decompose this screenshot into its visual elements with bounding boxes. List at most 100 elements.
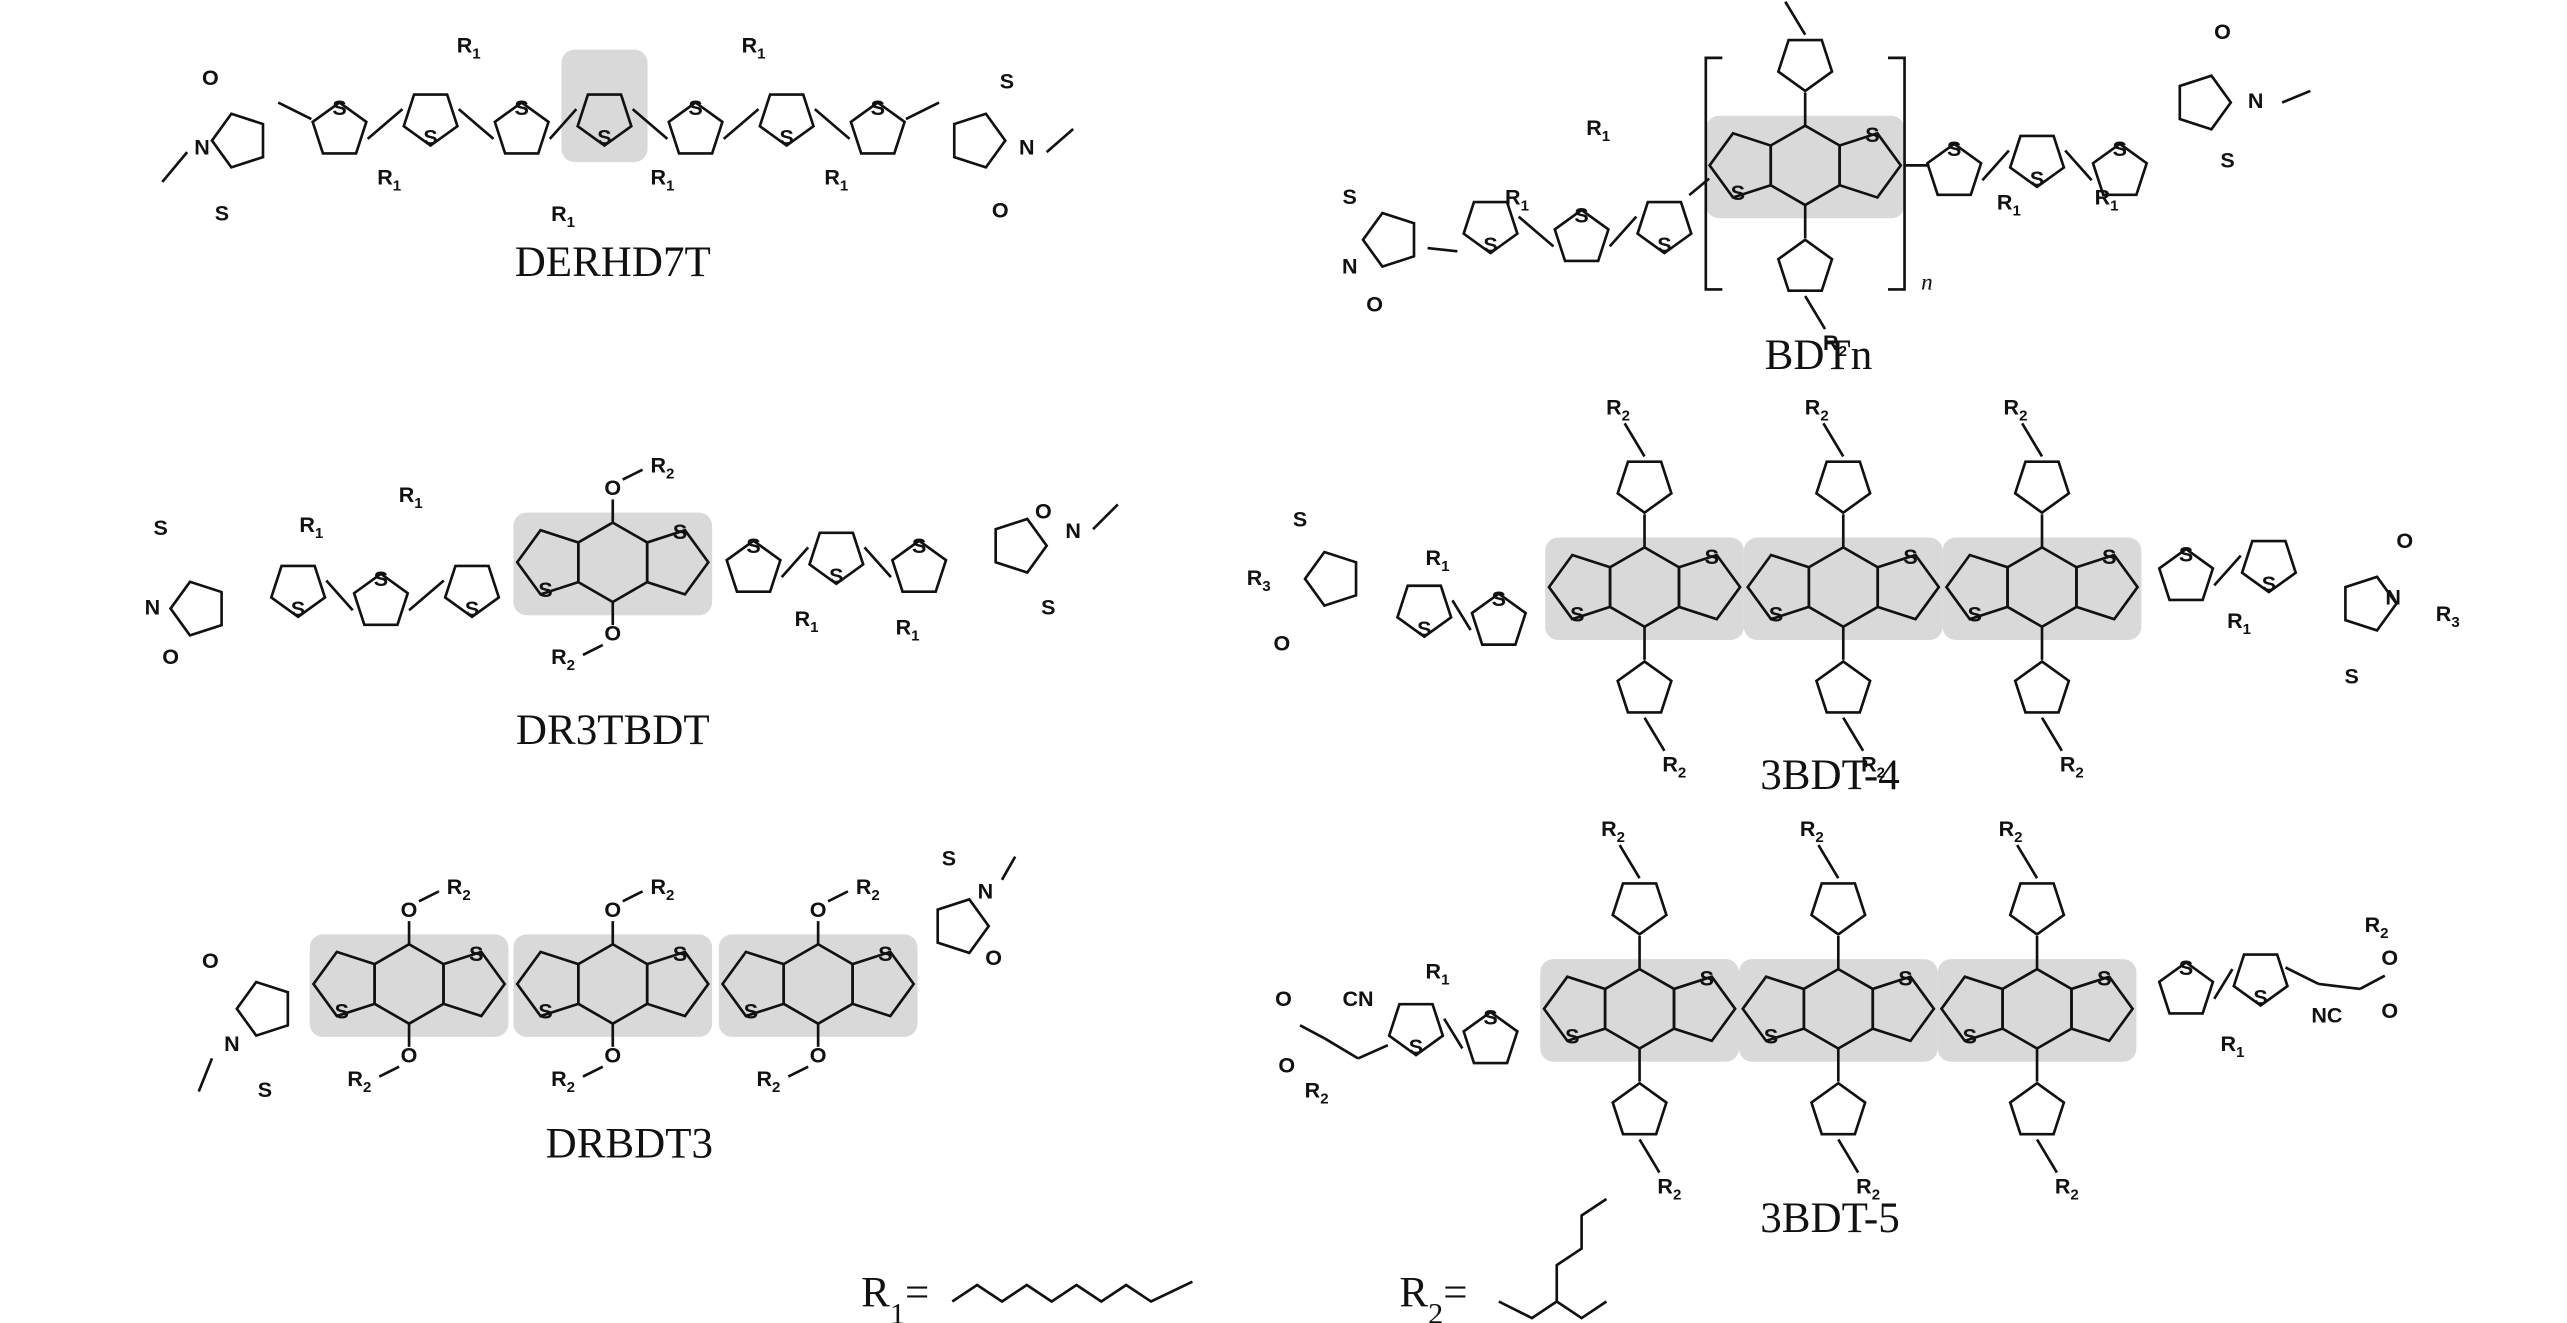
bond <box>1822 422 1845 458</box>
thiophene-ring <box>1746 553 1811 621</box>
atom-label-s: S <box>1409 1035 1423 1059</box>
atom-label-n: N <box>1019 136 1035 160</box>
atom-label-r2: R2 <box>1305 1078 1329 1108</box>
atom-label-r1: R1 <box>551 202 575 232</box>
bond <box>1817 844 1840 879</box>
bond <box>1638 1138 1661 1174</box>
atom-label-s: S <box>291 597 305 621</box>
atom-label-o: O <box>1273 632 1290 656</box>
atom-label-s: S <box>688 96 702 120</box>
end-group-ring <box>235 980 290 1038</box>
atom-label-s: S <box>2220 149 2234 173</box>
atom-label-s: S <box>1565 1024 1579 1048</box>
thiophene-ring <box>2240 539 2298 594</box>
thiophene-ring <box>1387 1002 1445 1057</box>
bond <box>622 890 644 903</box>
thiophene-ring <box>443 564 501 619</box>
highlight-box <box>561 49 648 163</box>
bond <box>1443 1018 1464 1050</box>
thiophene-ring <box>402 93 459 148</box>
atom-label-s: S <box>1898 967 1912 991</box>
thiophene-ring <box>311 100 368 155</box>
atom-label-s: S <box>258 1078 272 1102</box>
atom-label-o: O <box>992 198 1009 222</box>
thiophene-ring <box>1470 592 1528 646</box>
atom-label-r2: R2 <box>1657 1174 1681 1204</box>
atom-label-o: O <box>401 1043 418 1067</box>
atom-label-r2: R2 <box>2055 1174 2079 1204</box>
r1-definition-label: R1= <box>861 1269 929 1323</box>
atom-label-r2: R2 <box>1861 752 1885 782</box>
molecule-name-drbdt3: DRBDT3 <box>546 1121 713 1168</box>
thiophene-ring <box>1939 975 2004 1043</box>
atom-label-o: O <box>401 898 418 922</box>
atom-label-r1: R1 <box>1426 959 1450 989</box>
bond <box>408 579 445 612</box>
atom-label-s: S <box>1000 69 1014 93</box>
r1-octyl-chain <box>951 1280 1193 1304</box>
molecule-name-3bdt-5: 3BDT-5 <box>1760 1195 1900 1242</box>
atom-label-s: S <box>912 534 926 558</box>
atom-label-r2: R2 <box>1606 395 1630 425</box>
atom-label-r2: R2 <box>650 453 674 483</box>
bond <box>2035 1138 2059 1174</box>
bond <box>582 1065 604 1078</box>
bond <box>1608 215 1638 248</box>
atom-label-s: S <box>1903 545 1917 569</box>
atom-label-s: S <box>673 520 687 544</box>
bond <box>1784 0 1807 36</box>
atom-label-r3: R3 <box>2436 602 2460 632</box>
bond <box>1623 422 1646 458</box>
atom-label-s: S <box>746 534 760 558</box>
thiophene-ring <box>725 539 782 594</box>
atom-label-r2: R2 <box>2060 752 2084 782</box>
thiophene-ring <box>1636 200 1693 255</box>
atom-label-s: S <box>335 999 349 1023</box>
end-group-ring <box>210 112 265 169</box>
bond <box>1357 1043 1389 1060</box>
atom-label-r1: R1 <box>1586 116 1610 146</box>
thiophene-ring <box>442 950 507 1018</box>
thiophene-ring <box>2008 134 2066 189</box>
atom-label-o: O <box>810 1043 827 1067</box>
bond <box>2064 149 2093 182</box>
thienyl-side-ring <box>1616 659 1673 714</box>
bond <box>1981 149 2010 182</box>
thiophene-ring <box>1838 131 1903 200</box>
atom-label-o: O <box>810 898 827 922</box>
thiophene-ring <box>1944 553 2009 621</box>
thienyl-side-ring <box>2008 1081 2066 1136</box>
atom-label-o: O <box>604 476 621 500</box>
bond <box>378 1065 400 1078</box>
atom-label-n: N <box>145 595 161 619</box>
atom-label-cn: CN <box>1342 987 1373 1011</box>
atom-label-r1: R1 <box>742 33 766 63</box>
atom-label-r2: R2 <box>650 875 674 905</box>
atom-label-o: O <box>202 66 219 90</box>
thiophene-ring <box>2157 547 2215 602</box>
bond <box>582 643 604 657</box>
atom-label-s: S <box>1570 603 1584 627</box>
bond <box>622 468 644 481</box>
atom-label-r2: R2 <box>856 875 880 905</box>
thiophene-ring <box>1741 975 1806 1043</box>
bond <box>1324 1037 1359 1060</box>
atom-label-s: S <box>1968 603 1982 627</box>
atom-label-s: S <box>332 96 346 120</box>
bond <box>418 890 440 903</box>
thiophene-ring <box>1876 553 1941 621</box>
thiophene-ring <box>1672 975 1737 1043</box>
atom-label-r2: R2 <box>2004 395 2028 425</box>
atom-label-s: S <box>1417 617 1431 641</box>
thiophene-ring <box>493 100 551 155</box>
atom-label-r1: R1 <box>650 165 674 195</box>
atom-label-o: O <box>2381 999 2398 1023</box>
atom-label-n: N <box>224 1032 240 1056</box>
thienyl-side-ring <box>1611 1081 1668 1136</box>
bond <box>1092 503 1119 531</box>
bond <box>366 108 404 140</box>
atom-label-s: S <box>2102 545 2116 569</box>
thiophene-ring <box>890 539 948 594</box>
